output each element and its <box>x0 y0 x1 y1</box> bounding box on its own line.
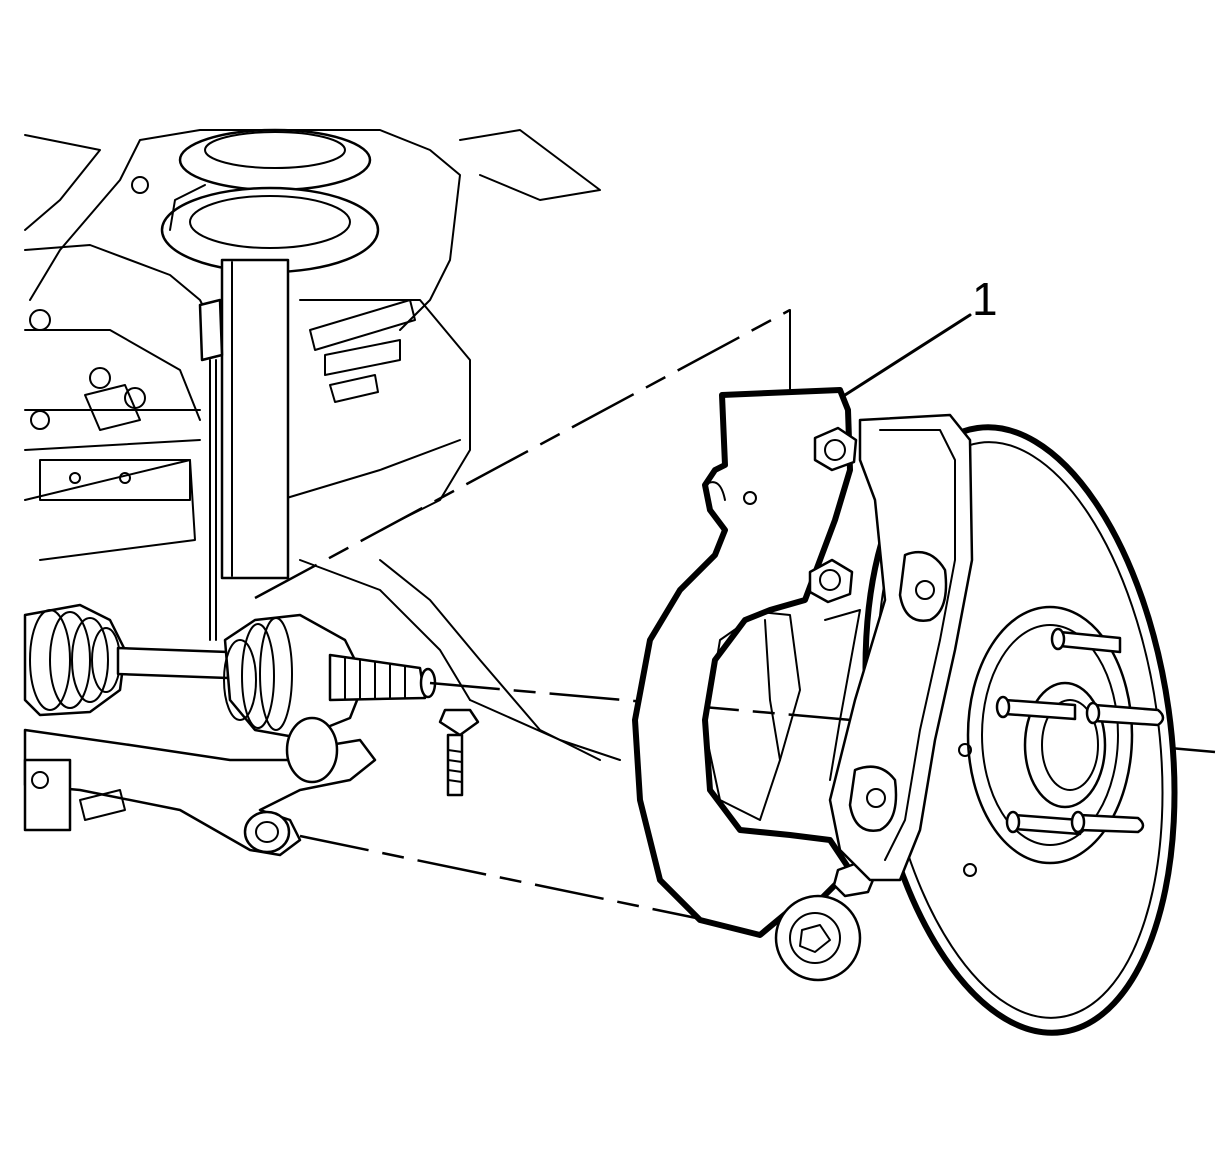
wheel-stud <box>1070 810 1145 834</box>
lower-control-arm <box>23 708 480 857</box>
callout-label: 1 <box>972 273 998 325</box>
wheel-stud <box>1005 810 1082 836</box>
wheel-stud <box>1085 701 1165 727</box>
drive-axle <box>23 603 437 740</box>
wheel-stud <box>995 695 1077 721</box>
callout-1: 1 <box>843 273 998 397</box>
vehicle-body-structure <box>24 129 621 761</box>
wheel-stud <box>1050 627 1122 654</box>
knuckle-arm <box>824 413 974 882</box>
callout-leader-line <box>843 313 972 397</box>
strut-assembly <box>160 128 380 641</box>
wheel-hub <box>958 605 1165 877</box>
steering-knuckle <box>632 387 877 982</box>
